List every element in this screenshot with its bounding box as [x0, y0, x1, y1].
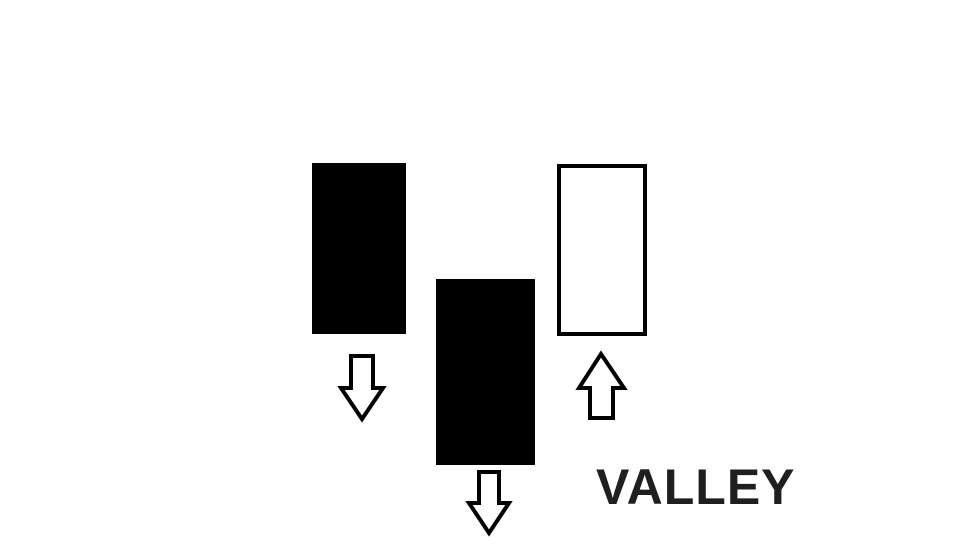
candle-1-bearish-body [312, 163, 406, 334]
up-arrow-icon [575, 350, 628, 420]
pattern-label: VALLEY [596, 459, 796, 515]
candle-2-bearish-body [436, 279, 535, 465]
candle-3-bullish-body [557, 164, 647, 336]
down-arrow-icon [337, 354, 387, 423]
down-arrow-icon [465, 470, 513, 537]
